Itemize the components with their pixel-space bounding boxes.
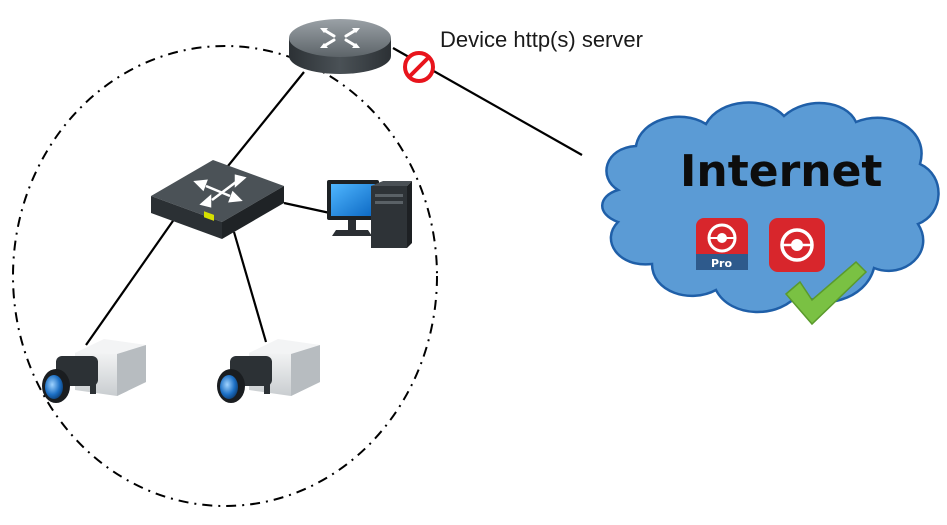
checkmark-icon: [784, 260, 868, 326]
internet-label: Internet: [680, 146, 882, 197]
app-icon: [769, 218, 825, 272]
lan-boundary: [12, 45, 438, 507]
switch-icon: [151, 160, 284, 239]
link-switch-computer: [283, 201, 331, 215]
link-router-switch: [227, 71, 305, 167]
cloud-icon: [601, 101, 940, 314]
link-switch-camera-1: [85, 217, 176, 346]
camera-icon: [42, 339, 146, 403]
blocked-icon: [403, 51, 435, 83]
router-icon: [289, 19, 391, 74]
computer-icon: [327, 180, 412, 248]
pro-badge: Pro: [711, 257, 732, 270]
camera-icon: [217, 339, 320, 403]
app-icon: Pro: [696, 218, 748, 270]
link-switch-camera-2: [232, 231, 268, 343]
server-label: Device http(s) server: [440, 27, 643, 52]
